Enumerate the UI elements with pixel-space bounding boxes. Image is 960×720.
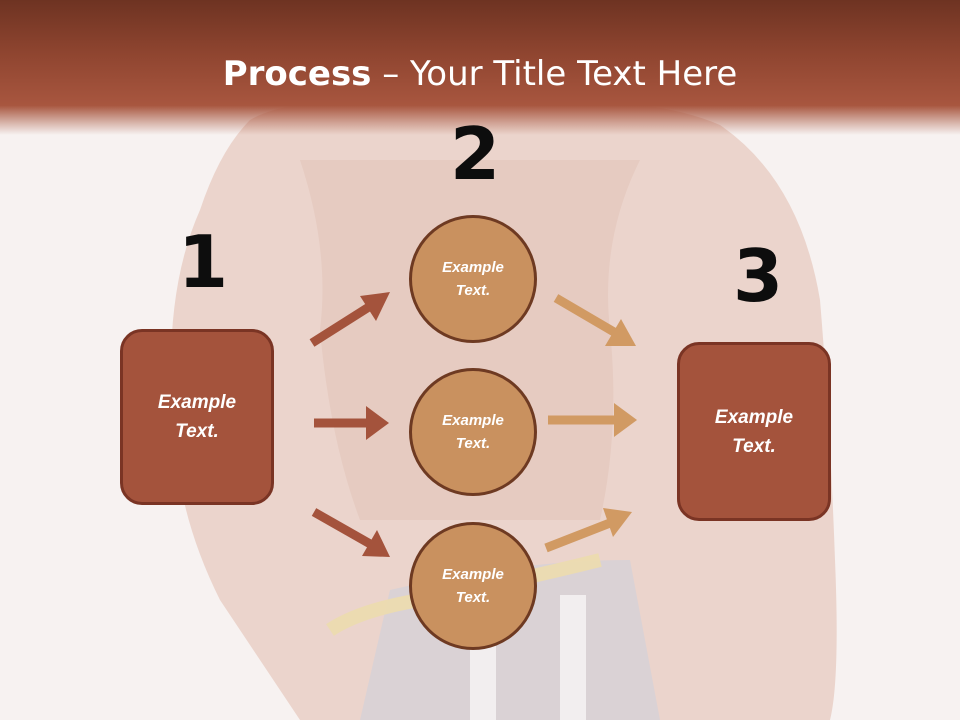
- step-1-text: Example Text.: [157, 392, 237, 442]
- step-3-text: Example Text.: [714, 406, 794, 457]
- circle-top-text: Example Text.: [442, 259, 504, 299]
- circle-bottom-text: Example Text.: [442, 566, 504, 606]
- circle-middle-text: Example Text.: [442, 412, 504, 452]
- step-1-box: Example Text.: [120, 329, 274, 505]
- step-number-3: 3: [733, 234, 784, 318]
- slide-title: Process – Your Title Text Here: [0, 52, 960, 96]
- circle-middle: Example Text.: [409, 368, 537, 496]
- step-number-1: 1: [178, 220, 229, 304]
- title-rest: – Your Title Text Here: [371, 54, 738, 94]
- step-number-2: 2: [450, 112, 501, 196]
- circle-bottom: Example Text.: [409, 522, 537, 650]
- step-3-box: Example Text.: [677, 342, 831, 521]
- title-bold: Process: [222, 54, 372, 94]
- circle-top: Example Text.: [409, 215, 537, 343]
- title-bar: Process – Your Title Text Here: [0, 0, 960, 135]
